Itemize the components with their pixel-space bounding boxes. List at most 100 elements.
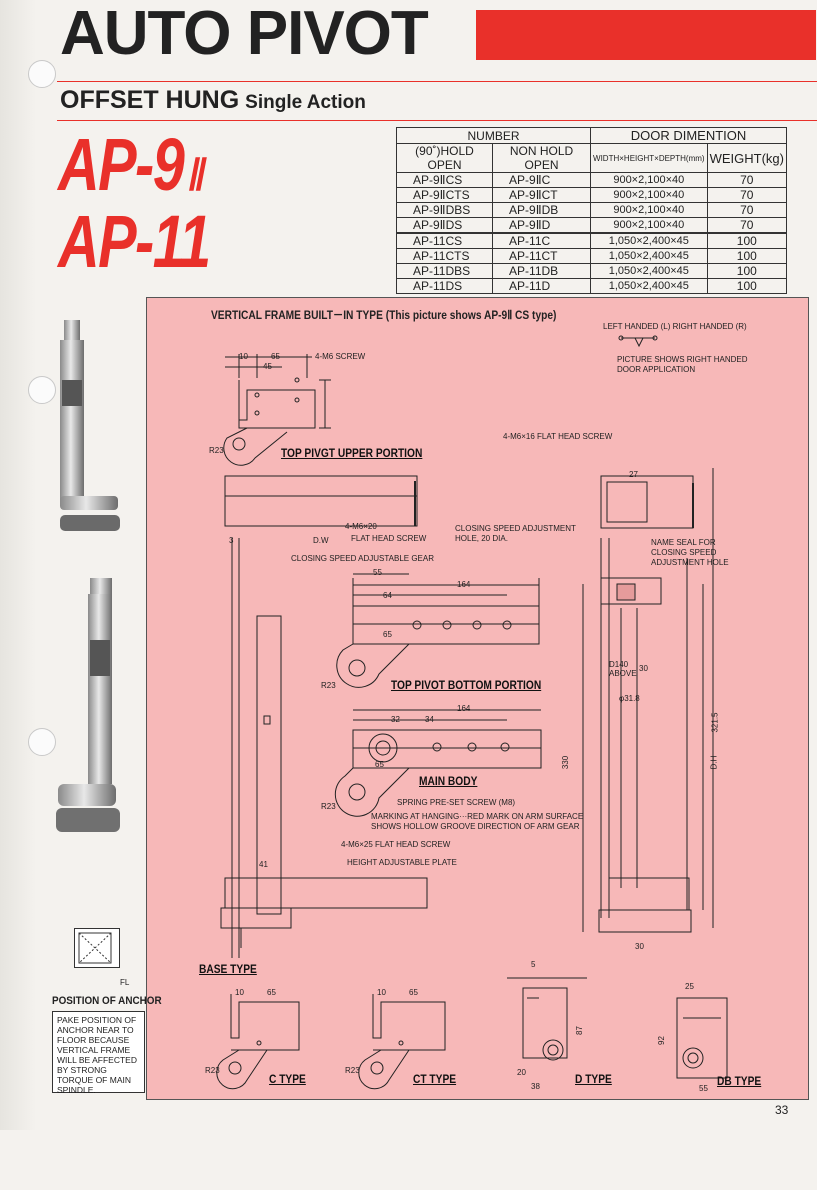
dim-label: 65 xyxy=(409,988,418,997)
page-title: AUTO PIVOT xyxy=(60,0,429,68)
name-seal-2: CLOSING SPEED xyxy=(651,548,717,557)
dw-label: D.W xyxy=(313,536,329,545)
closing-hole-1: CLOSING SPEED ADJUSTMENT xyxy=(455,524,576,533)
cell-dims: 900×2,100×40 xyxy=(590,172,708,188)
cell-hold: AP-9ⅡDBS xyxy=(395,202,494,218)
dim-label: 87 xyxy=(574,1026,584,1035)
dim-label: R23 xyxy=(205,1066,220,1075)
cell-nonhold: AP-9ⅡC xyxy=(492,172,592,188)
cell-weight: 70 xyxy=(706,172,788,188)
anchor-title: POSITION OF ANCHOR xyxy=(52,995,162,1007)
spec-table: NUMBER DOOR DIMENTION (90˚)HOLD OPEN NON… xyxy=(395,127,788,294)
subtitle-small: Single Action xyxy=(245,92,366,113)
dim-label: 45 xyxy=(263,362,272,371)
dim-label: 10 xyxy=(235,988,244,997)
cell-nonhold: AP-9ⅡD xyxy=(492,217,592,234)
spec-col-weight: WEIGHT(kg) xyxy=(706,143,788,173)
dim-label: R23 xyxy=(321,802,336,811)
dim-label: 38 xyxy=(531,1082,540,1091)
drawing-base-ct xyxy=(358,994,446,1090)
drawing-base-d xyxy=(507,977,587,1061)
drawing-main-body xyxy=(334,709,542,817)
dim-label: 5 xyxy=(531,960,536,969)
diagram-title: VERTICAL FRAME BUILT－IN TYPE (This pictu… xyxy=(211,308,557,322)
dim-label: 164 xyxy=(457,580,471,589)
dim-label: 25 xyxy=(685,982,694,991)
dim-label: 34 xyxy=(425,715,434,724)
spec-group-door: DOOR DIMENTION xyxy=(590,127,787,144)
dim-label: 92 xyxy=(656,1036,666,1045)
cell-hold: AP-11CTS xyxy=(395,248,494,264)
cell-weight: 100 xyxy=(706,263,788,279)
heading-c-type: C TYPE xyxy=(269,1072,306,1086)
cell-hold: AP-9ⅡCTS xyxy=(395,187,494,203)
cell-weight: 70 xyxy=(706,202,788,218)
screw-label-2: 4-M6×16 FLAT HEAD SCREW xyxy=(503,432,613,441)
dim-label: 10 xyxy=(239,352,248,361)
cell-nonhold: AP-9ⅡCT xyxy=(492,187,592,203)
title-accent-bar xyxy=(476,10,816,60)
drawing-top-bottom xyxy=(336,573,540,688)
cell-hold: AP-11DS xyxy=(395,278,494,294)
anchor-icon xyxy=(78,932,112,964)
product-photos xyxy=(56,320,120,832)
cell-hold: AP-11DBS xyxy=(395,263,494,279)
name-seal-1: NAME SEAL FOR xyxy=(651,538,716,547)
cell-dims: 900×2,100×40 xyxy=(590,202,708,218)
anchor-note: PAKE POSITION OF ANCHOR NEAR TO FLOOR BE… xyxy=(52,1011,145,1095)
heading-d-type: D TYPE xyxy=(575,1072,612,1086)
product-photo-upper xyxy=(60,320,120,531)
dim-label: R23 xyxy=(321,681,336,690)
dim-label: R23 xyxy=(345,1066,360,1075)
cell-weight: 70 xyxy=(706,217,788,234)
model-ap9-label: AP-9 xyxy=(58,123,185,206)
dim-label: 20 xyxy=(517,1068,526,1077)
heading-db-type: DB TYPE xyxy=(717,1074,762,1088)
cell-hold: AP-11CS xyxy=(395,232,494,249)
cell-dims: 900×2,100×40 xyxy=(590,187,708,203)
cell-nonhold: AP-11D xyxy=(492,278,592,294)
handed-label: LEFT HANDED (L) RIGHT HANDED (R) xyxy=(603,322,747,331)
screw-label-3b: FLAT HEAD SCREW xyxy=(351,534,427,543)
dim-label: 41 xyxy=(259,860,268,869)
model-ap9-suffix: Ⅱ xyxy=(186,151,203,200)
marking-label-1: MARKING AT HANGING···RED MARK ON ARM SUR… xyxy=(371,812,584,821)
dim-label: 65 xyxy=(267,988,276,997)
drawing-side-view xyxy=(582,468,714,933)
cell-dims: 900×2,100×40 xyxy=(590,217,708,234)
dim-label: 65 xyxy=(383,630,392,639)
dh-label: D.H xyxy=(709,755,719,770)
screw-label-1: 4-M6 SCREW xyxy=(315,352,366,361)
divider xyxy=(57,120,817,121)
cell-dims: 1,050×2,400×45 xyxy=(590,278,708,294)
cell-weight: 100 xyxy=(706,248,788,264)
dim-label: 3 xyxy=(229,536,234,545)
screw-label-4: 4-M6×25 FLAT HEAD SCREW xyxy=(341,840,451,849)
cell-hold: AP-9ⅡDS xyxy=(395,217,494,234)
heading-ct-type: CT TYPE xyxy=(413,1072,457,1086)
dim-label: 330 xyxy=(561,755,571,770)
plate-label: HEIGHT ADJUSTABLE PLATE xyxy=(347,858,457,867)
cell-weight: 70 xyxy=(706,187,788,203)
handed-note-2: DOOR APPLICATION xyxy=(617,365,696,374)
spec-col-hold-open: (90˚)HOLD OPEN xyxy=(395,143,494,173)
model-ap11: AP-11 xyxy=(58,200,211,283)
dim-label: φ31.8 xyxy=(619,694,640,703)
drawing-door-frame xyxy=(220,475,428,958)
screw-label-3a: 4-M6×20 xyxy=(345,522,377,531)
closing-hole-2: HOLE, 20 DIA. xyxy=(455,534,508,543)
dim-label: 65 xyxy=(271,352,280,361)
spec-group-number: NUMBER xyxy=(395,127,592,144)
cell-hold: AP-9ⅡCS xyxy=(395,172,494,188)
dim-label: 27 xyxy=(629,470,638,479)
dim-label: 65 xyxy=(375,760,384,769)
binder-hole xyxy=(28,728,56,756)
dim-label: 321.5 xyxy=(710,712,720,733)
